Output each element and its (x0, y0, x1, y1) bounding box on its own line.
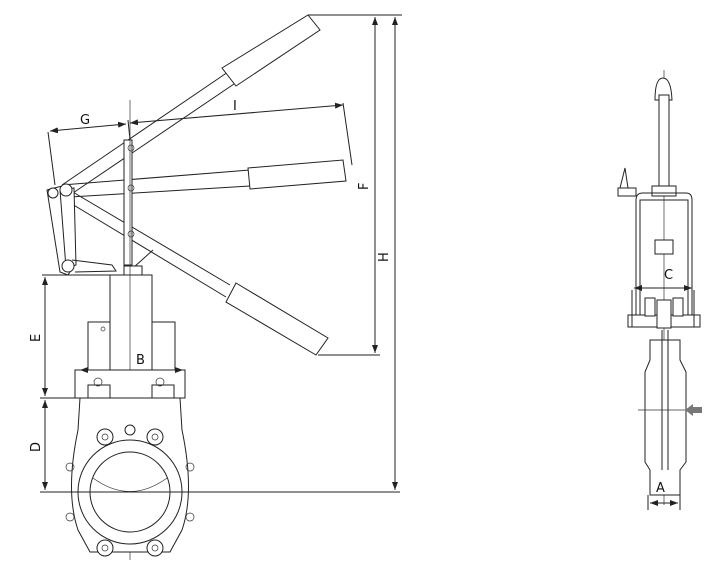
flow-arrow-icon (685, 404, 702, 416)
dim-label-i: I (233, 99, 237, 114)
lower-lever (61, 187, 329, 356)
dim-label-c: C (664, 268, 673, 283)
dim-label-a: A (656, 481, 665, 496)
side-view (617, 70, 702, 510)
dim-label-b: B (136, 353, 145, 368)
dim-label-f: F (357, 183, 372, 190)
dimension-lines (42, 14, 402, 490)
dim-label-e: E (29, 334, 44, 342)
upper-lever (61, 14, 321, 196)
dim-label-g: G (80, 113, 90, 128)
dim-label-h: H (377, 252, 392, 262)
middle-lever (61, 159, 347, 198)
dim-label-d: D (29, 442, 44, 452)
valve-body (40, 100, 400, 560)
linkage (46, 139, 154, 277)
